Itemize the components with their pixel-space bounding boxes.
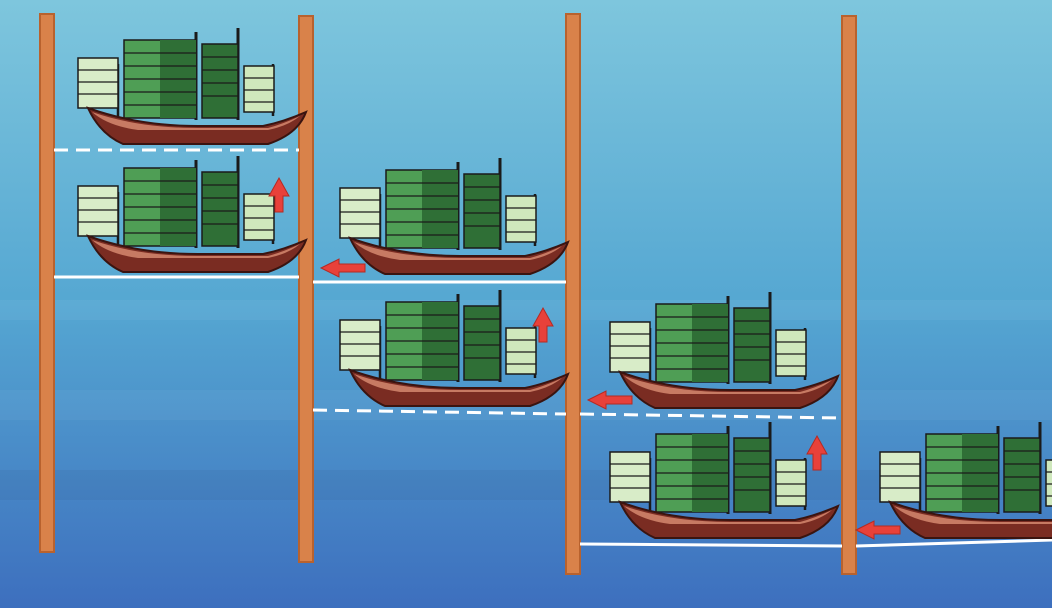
pole-3: [565, 13, 581, 575]
water-level-line-3: [579, 542, 843, 548]
water-level-line-4: [855, 538, 1052, 548]
pole-1: [39, 13, 55, 553]
water-level-dashed-2: [312, 408, 567, 416]
pole-2: [298, 15, 314, 563]
pole-4: [841, 15, 857, 575]
